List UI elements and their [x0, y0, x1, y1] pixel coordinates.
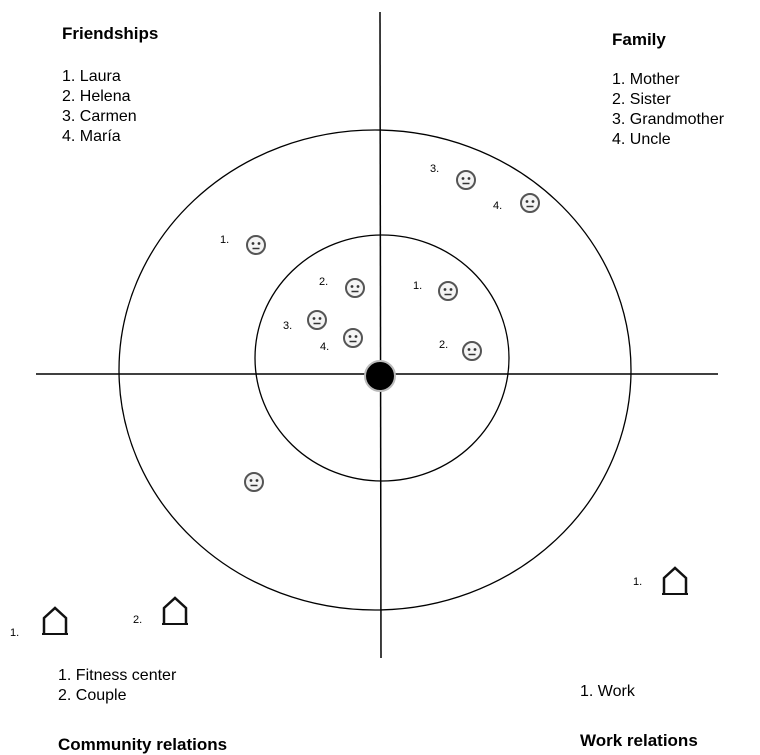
marker-label: 2.: [133, 614, 142, 626]
smiley-face-icon: [246, 235, 266, 255]
house-icon: [660, 566, 690, 596]
list-item: 1. Mother: [612, 71, 680, 88]
center-dot-icon: [364, 360, 396, 392]
outer-circle: [118, 129, 632, 611]
list-item: 1. Fitness center: [58, 667, 177, 684]
marker-label: 1.: [413, 280, 422, 292]
work-title: Work relations: [580, 731, 698, 750]
vertical-axis: [379, 11, 382, 659]
marker-label: 1.: [633, 576, 642, 588]
list-item: 2. Sister: [612, 91, 671, 108]
smiley-face-icon: [307, 310, 327, 330]
marker-label: 1.: [10, 627, 19, 639]
smiley-face-icon: [438, 281, 458, 301]
marker-label: 1.: [220, 234, 229, 246]
inner-circle: [254, 234, 510, 482]
list-item: 3. Carmen: [62, 108, 137, 125]
friendships-list: 1. Laura 2. Helena 3. Carmen 4. María: [62, 67, 137, 147]
list-item: 3. Grandmother: [612, 111, 725, 128]
community-title: Community relations: [58, 735, 228, 754]
list-item: 1. Laura: [62, 68, 121, 85]
community-list: 1. Fitness center 2. Couple: [58, 666, 176, 706]
smiley-face-icon: [244, 472, 264, 492]
smiley-face-icon: [520, 193, 540, 213]
list-item: 2. Helena: [62, 88, 131, 105]
marker-label: 4.: [493, 200, 502, 212]
list-item: 2. Couple: [58, 687, 127, 704]
marker-label: 2.: [319, 276, 328, 288]
family-list: 1. Mother 2. Sister 3. Grandmother 4. Un…: [612, 70, 724, 150]
list-item: 1. Work: [580, 683, 635, 700]
smiley-face-icon: [343, 328, 363, 348]
family-title: Family: [612, 30, 666, 49]
smiley-face-icon: [456, 170, 476, 190]
smiley-face-icon: [345, 278, 365, 298]
house-icon: [160, 596, 190, 626]
house-icon: [40, 606, 70, 636]
list-item: 4. Uncle: [612, 131, 671, 148]
work-list: 1. Work: [580, 682, 635, 702]
friendships-title: Friendships: [62, 24, 159, 43]
marker-label: 4.: [320, 341, 329, 353]
marker-label: 2.: [439, 339, 448, 351]
smiley-face-icon: [462, 341, 482, 361]
marker-label: 3.: [430, 163, 439, 175]
list-item: 4. María: [62, 128, 121, 145]
marker-label: 3.: [283, 320, 292, 332]
